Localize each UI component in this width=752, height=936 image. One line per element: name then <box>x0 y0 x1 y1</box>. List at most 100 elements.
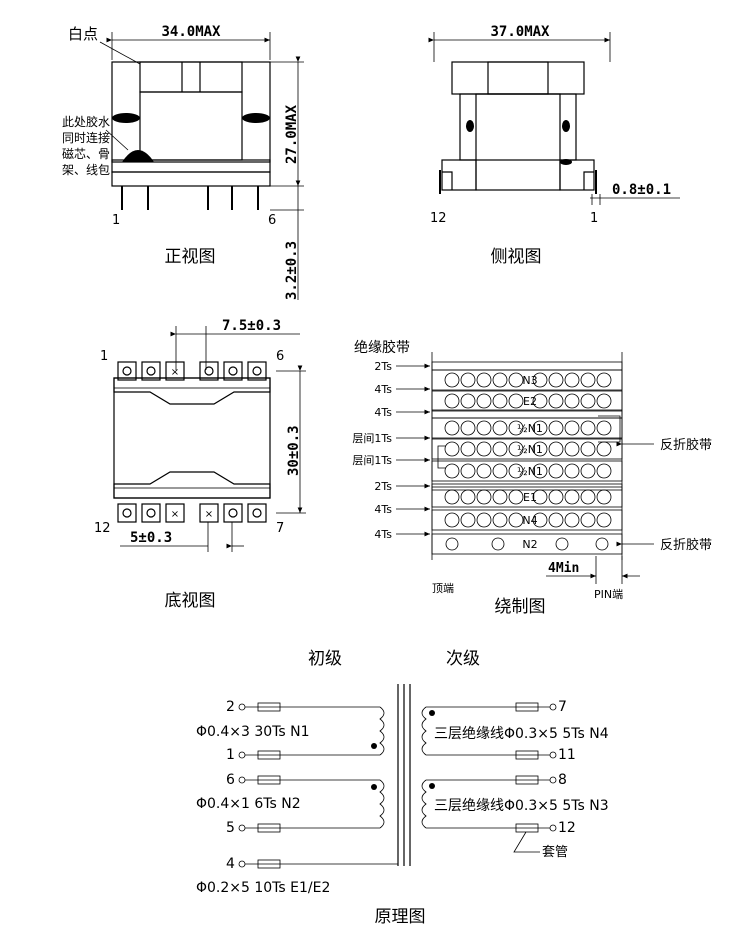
front-height-dim: 27.0MAX <box>284 104 300 164</box>
n2-spec: Φ0.4×1 6Ts N2 <box>196 796 301 812</box>
wire-turn <box>444 489 460 505</box>
svg-text:×: × <box>171 367 179 378</box>
wire-turn <box>580 489 596 505</box>
side-pin-dim: 0.8±0.1 <box>612 182 671 198</box>
winding-row-name: E1 <box>523 491 537 504</box>
wire-turn <box>532 441 548 457</box>
wire-turn <box>460 420 476 436</box>
wire-turn <box>476 463 492 479</box>
winding-row-name: ½N1 <box>517 443 543 456</box>
winding-row-name: E2 <box>523 395 537 408</box>
e-pin: 4 <box>226 856 235 872</box>
winding-row-name: N4 <box>522 514 537 527</box>
n3-spec: 三层绝缘线Φ0.3×5 5Ts N3 <box>434 798 609 814</box>
wire-turn <box>555 537 569 551</box>
winding-row-name: N3 <box>522 374 537 387</box>
insulation-tape-label: 绝缘胶带 <box>354 339 410 356</box>
n2-pin-top: 6 <box>226 772 235 788</box>
wire-turn <box>460 512 476 528</box>
winding-left-label: 层间1Ts <box>352 432 392 445</box>
winding-row: ½N1 <box>431 438 623 460</box>
n3-pin-top: 8 <box>558 772 567 788</box>
winding-row-name: ½N1 <box>517 465 543 478</box>
wire-turn <box>444 420 460 436</box>
wire-turn <box>532 420 548 436</box>
winding-left-label: 4Ts <box>374 406 392 419</box>
bottom-pin-7: 7 <box>276 521 284 536</box>
wire-turn <box>492 420 508 436</box>
wire-turn <box>580 441 596 457</box>
wire-turn <box>532 372 548 388</box>
top-end-label: 顶端 <box>432 582 454 595</box>
winding-n4: 7 11 三层绝缘线Φ0.3×5 5Ts N4 <box>421 699 609 763</box>
white-dot-label: 白点 <box>68 25 98 43</box>
winding-left-label: 2Ts <box>374 480 392 493</box>
wire-turn <box>564 420 580 436</box>
wire-turn <box>580 512 596 528</box>
front-pins <box>121 186 259 210</box>
wire-turn <box>580 420 596 436</box>
glue-note-line-1: 此处胶水 <box>62 114 110 129</box>
wire-turn <box>460 393 476 409</box>
wire-turn <box>460 489 476 505</box>
front-width-dim: 34.0MAX <box>161 24 221 40</box>
wire-turn <box>476 441 492 457</box>
wire-turn <box>492 441 508 457</box>
bottom-view-title: 底视图 <box>165 591 216 611</box>
winding-row: ½N1 <box>431 417 623 439</box>
wire-turn <box>580 393 596 409</box>
winding-left-label: 2Ts <box>374 360 392 373</box>
bottom-dim-right: 30±0.3 <box>286 425 302 476</box>
glue-dot-right <box>242 113 270 123</box>
winding-row: E2 <box>431 390 623 412</box>
primary-label: 初级 <box>308 649 342 669</box>
glue-note-line-4: 架、线包 <box>62 163 110 177</box>
wire-turn <box>492 393 508 409</box>
side-view: 37.0MAX 0.8±0.1 12 1 侧视图 <box>428 24 680 267</box>
wire-turn <box>548 489 564 505</box>
wire-turn <box>508 512 524 528</box>
margin-dim: 4Min <box>548 561 579 576</box>
wire-turn <box>445 537 459 551</box>
n4-pin-bot: 11 <box>558 747 576 763</box>
wire-turn <box>548 420 564 436</box>
wire-turn <box>596 441 612 457</box>
schematic-title: 原理图 <box>375 907 426 927</box>
glue-note-line-2: 同时连接 <box>62 130 110 145</box>
wire-turn <box>491 537 505 551</box>
glue-note: 此处胶水 同时连接 磁芯、骨 架、线包 <box>62 114 129 177</box>
fold-tape-label-2: 反折胶带 <box>660 537 712 553</box>
bottom-pads-bottom: × × <box>117 503 267 523</box>
winding-row-name: ½N1 <box>517 422 543 435</box>
secondary-label: 次级 <box>446 649 480 669</box>
glue-note-line-3: 磁芯、骨 <box>62 146 110 161</box>
n1-pin-bot: 1 <box>226 747 235 763</box>
wire-turn <box>460 441 476 457</box>
wire-turn <box>444 463 460 479</box>
n4-pin-top: 7 <box>558 699 567 715</box>
side-top-plate <box>451 61 585 95</box>
wire-turn <box>492 463 508 479</box>
bottom-body-outline <box>113 377 271 499</box>
bottom-pads-top: × <box>117 361 267 381</box>
pin-end-label: PIN端 <box>594 588 623 601</box>
wire-turn <box>548 393 564 409</box>
winding-left-label: 4Ts <box>374 383 392 396</box>
winding-row: N2 <box>431 533 623 555</box>
side-pin-12: 12 <box>430 211 447 226</box>
winding-n1: 2 Φ0.4×3 30Ts N1 1 <box>196 699 385 763</box>
wire-turn <box>548 463 564 479</box>
wire-turn <box>548 441 564 457</box>
n1-spec: Φ0.4×3 30Ts N1 <box>196 724 310 740</box>
wire-turn <box>476 512 492 528</box>
wire-turn <box>492 512 508 528</box>
wire-turn <box>596 512 612 528</box>
winding-left-label: 4Ts <box>374 503 392 516</box>
front-pin-dim: 3.2±0.3 <box>284 241 300 300</box>
wire-turn <box>595 537 609 551</box>
wire-turn <box>532 512 548 528</box>
wire-turn <box>596 489 612 505</box>
